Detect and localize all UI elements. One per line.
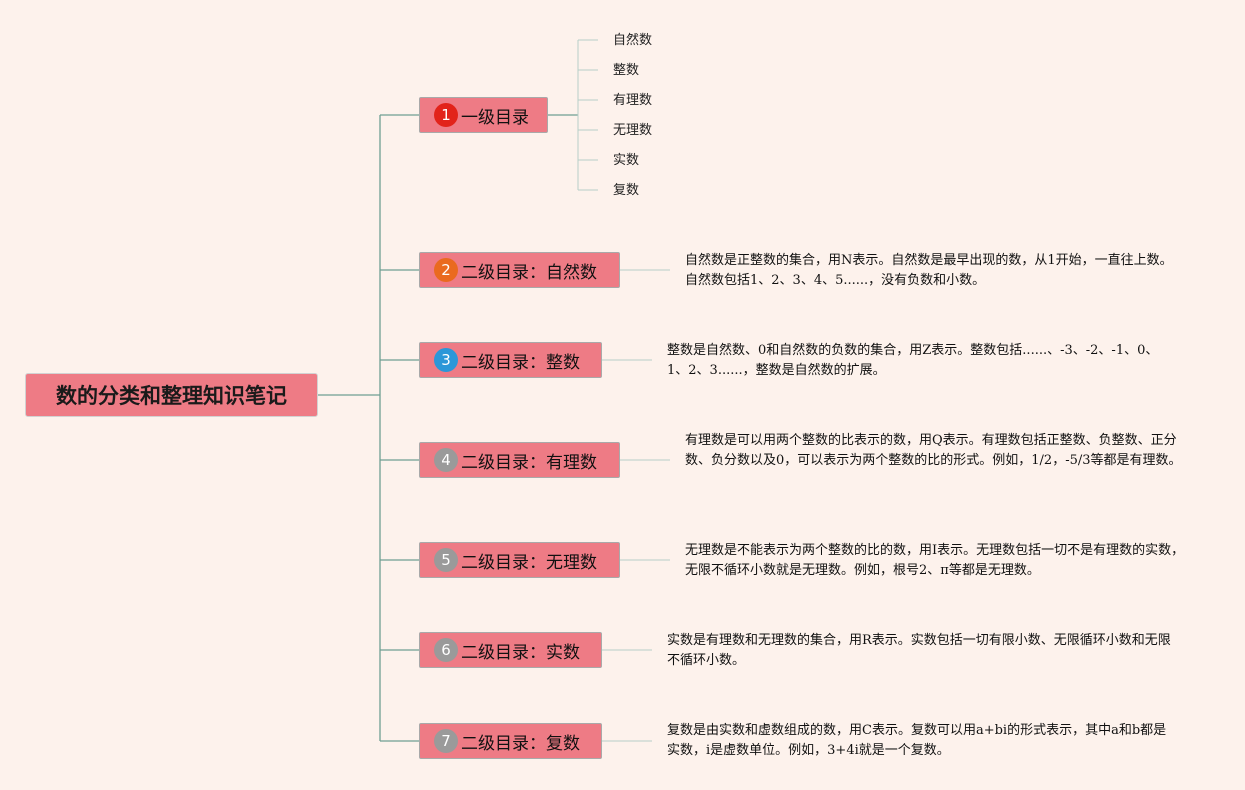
branch-label: 二级目录：复数 [461,733,580,754]
branch-label: 一级目录 [461,107,529,128]
root-topic[interactable]: 数的分类和整理知识笔记 [25,373,318,417]
branch-label: 二级目录：有理数 [461,452,597,473]
description-real[interactable]: 实数是有理数和无理数的集合，用R表示。实数包括一切有限小数、无限循环小数和无限不… [667,633,1171,668]
sub-item-integer[interactable]: 整数 [613,63,640,78]
number-3-icon: 3 [434,348,458,372]
branch-rational-numbers[interactable]: 4 二级目录：有理数 [419,442,620,478]
number-1-icon: 1 [434,103,458,127]
number-4-icon: 4 [434,448,458,472]
description-integer[interactable]: 整数是自然数、0和自然数的负数的集合，用Z表示。整数包括......、-3、-2… [667,343,1159,378]
description-natural[interactable]: 自然数是正整数的集合，用N表示。自然数是最早出现的数，从1开始，一直往上数。自然… [685,253,1173,288]
branch-natural-numbers[interactable]: 2 二级目录：自然数 [419,252,620,288]
branch-label: 二级目录：无理数 [461,552,597,573]
branch-irrational-numbers[interactable]: 5 二级目录：无理数 [419,542,620,578]
root-title: 数的分类和整理知识笔记 [56,384,287,408]
number-7-icon: 7 [434,729,458,753]
sub-item-rational[interactable]: 有理数 [613,93,653,108]
description-rational[interactable]: 有理数是可以用两个整数的比表示的数，用Q表示。有理数包括正整数、负整数、正分数、… [685,433,1182,468]
sub-item-natural[interactable]: 自然数 [613,33,653,48]
branch-level1-catalog[interactable]: 1 一级目录 [419,97,548,133]
sub-item-complex[interactable]: 复数 [613,183,640,198]
number-6-icon: 6 [434,638,458,662]
sub-item-irrational[interactable]: 无理数 [613,123,653,138]
number-2-icon: 2 [434,258,458,282]
sub-item-real[interactable]: 实数 [613,153,640,168]
branch-real-numbers[interactable]: 6 二级目录：实数 [419,632,602,668]
branch-label: 二级目录：整数 [461,352,580,373]
number-5-icon: 5 [434,548,458,572]
description-complex[interactable]: 复数是由实数和虚数组成的数，用C表示。复数可以用a+bi的形式表示，其中a和b都… [667,723,1167,758]
branch-label: 二级目录：自然数 [461,262,597,283]
description-irrational[interactable]: 无理数是不能表示为两个整数的比的数，用I表示。无理数包括一切不是有理数的实数，无… [685,543,1185,578]
branch-complex-numbers[interactable]: 7 二级目录：复数 [419,723,602,759]
branch-integers[interactable]: 3 二级目录：整数 [419,342,602,378]
branch-label: 二级目录：实数 [461,642,580,663]
